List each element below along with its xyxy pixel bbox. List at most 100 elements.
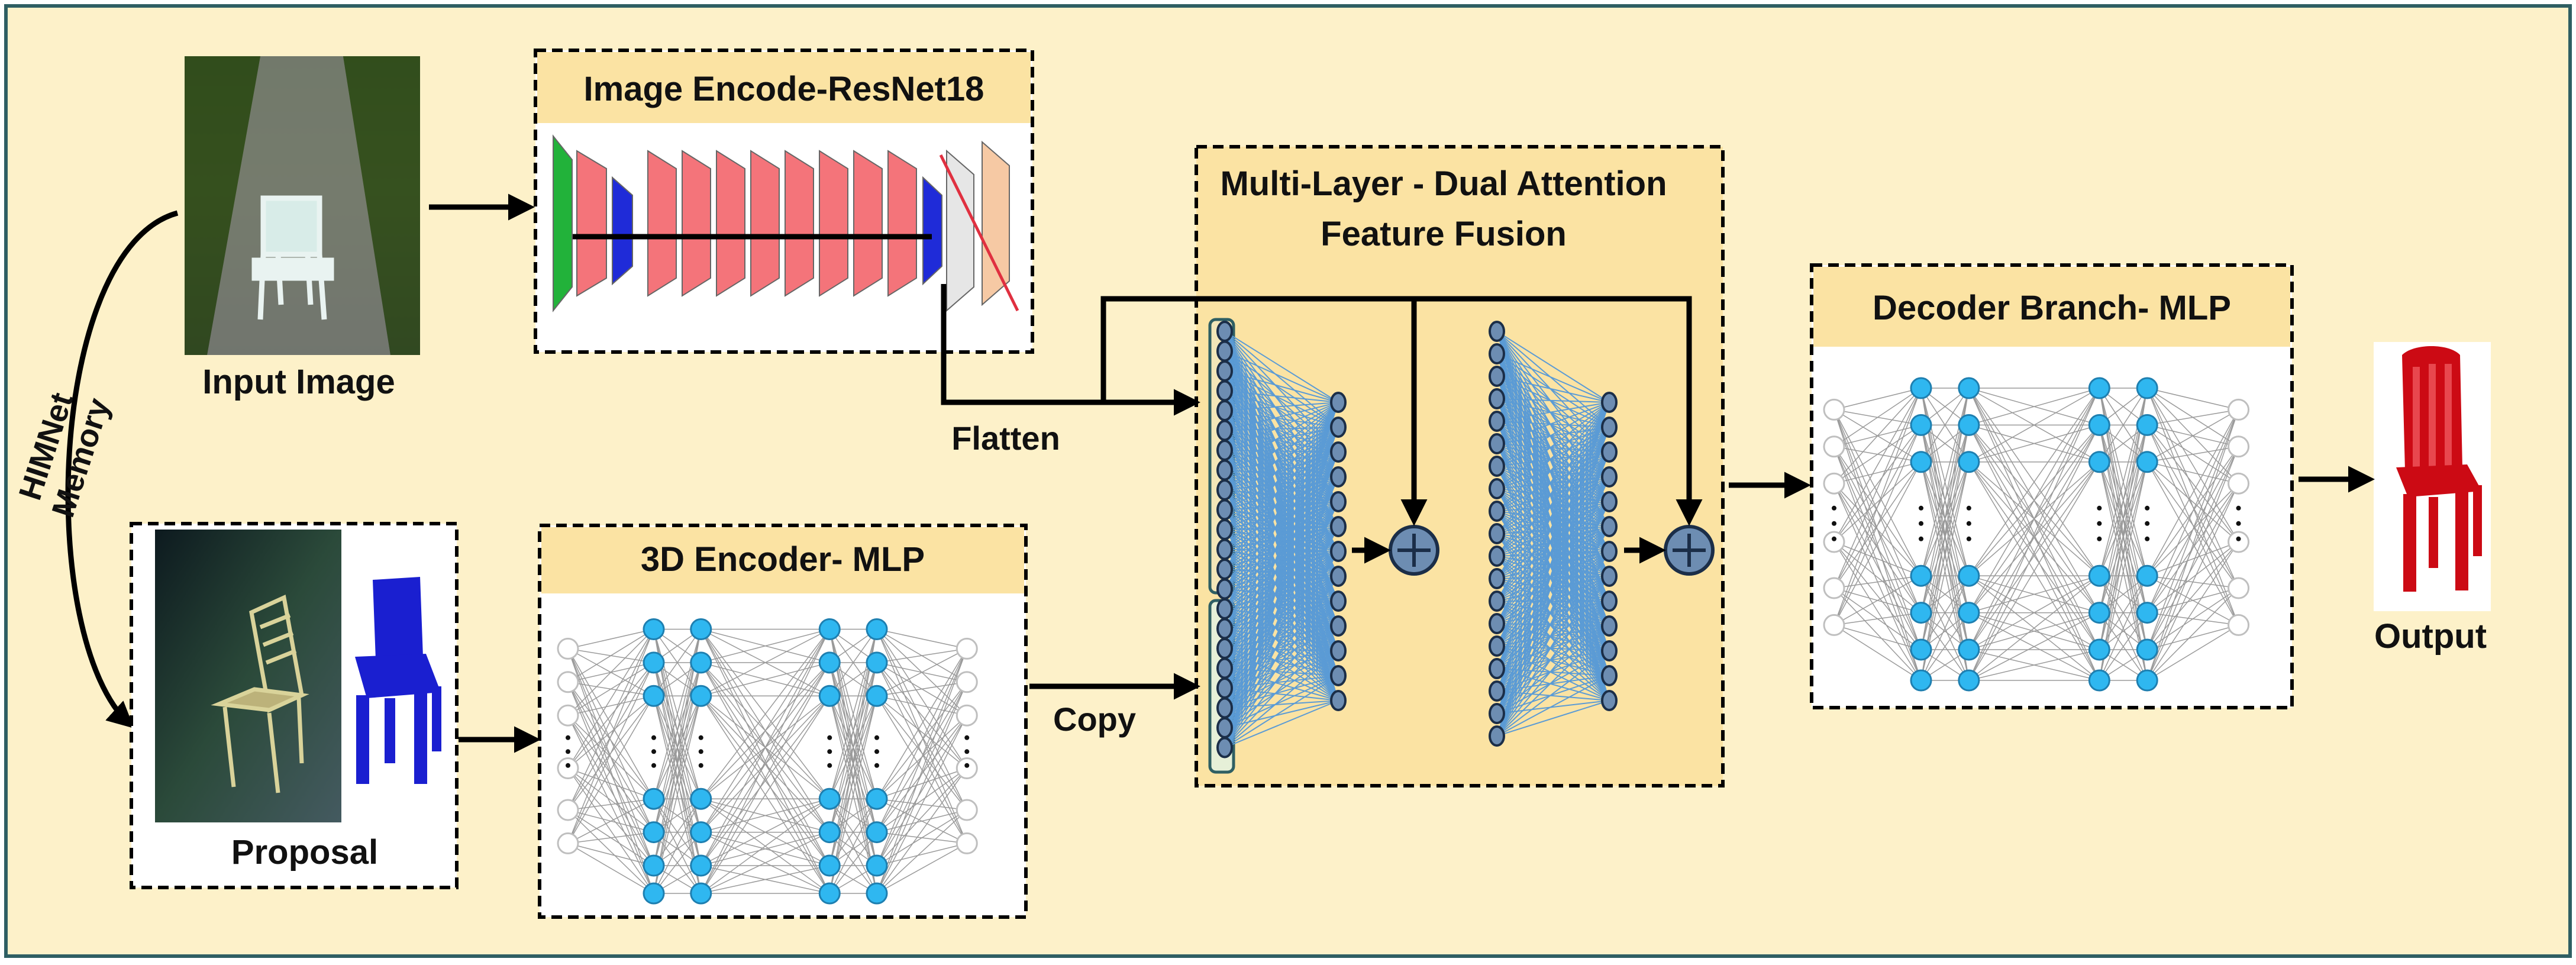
- mlp-io-node: [1823, 531, 1845, 553]
- mlp-ellipsis-dot: [874, 749, 879, 754]
- fusion-edge: [1496, 511, 1610, 577]
- mlp-ellipsis-dot: [874, 763, 879, 768]
- mlp-edge: [1833, 575, 1922, 626]
- fusion-edge: [1224, 402, 1339, 708]
- mlp-edge: [876, 767, 967, 799]
- mlp-edge: [876, 843, 967, 894]
- fusion-edge: [1496, 576, 1610, 692]
- mlp-node: [643, 685, 665, 707]
- mlp-edge: [1833, 388, 1922, 447]
- fusion-edge: [1496, 451, 1610, 557]
- mlp-node: [2136, 638, 2158, 661]
- fusion-node: [1216, 360, 1233, 382]
- mlp-ellipsis-dot: [964, 735, 970, 740]
- fusion-edge: [1496, 576, 1610, 602]
- input-image-photo: [185, 56, 420, 355]
- mlp-edge: [1833, 461, 1922, 484]
- mlp-node: [818, 788, 841, 810]
- mlp-io-node: [955, 799, 978, 821]
- mlp-edge: [567, 648, 654, 894]
- mlp-node: [690, 788, 712, 810]
- mlp-edge: [701, 865, 830, 894]
- mlp-edge: [701, 662, 830, 866]
- mlp-node: [2136, 451, 2158, 473]
- add-node-1: [1389, 525, 1439, 576]
- fusion-edge: [1496, 402, 1610, 534]
- fusion-edge: [1496, 533, 1610, 552]
- mlp-edge: [1833, 446, 1922, 681]
- mlp-edge: [2146, 409, 2239, 463]
- mlp-edge: [1968, 461, 2100, 681]
- fusion-edge: [1224, 451, 1339, 708]
- fusion-edge: [1224, 427, 1339, 689]
- fusion-edge: [1224, 476, 1339, 689]
- fusion-edge: [1496, 556, 1610, 602]
- mlp-edge: [701, 628, 830, 696]
- fusion-edge: [1496, 576, 1610, 714]
- fusion-edge: [1224, 331, 1339, 428]
- fusion-edge: [1496, 427, 1610, 467]
- mlp-ellipsis-dot: [651, 735, 656, 740]
- fusion-edge: [1224, 625, 1339, 748]
- mlp-io-node: [2228, 472, 2250, 495]
- fusion-node: [1489, 523, 1505, 544]
- mlp-node: [690, 618, 712, 640]
- fusion-edge: [1224, 350, 1339, 403]
- mlp-node: [643, 788, 665, 810]
- mlp-edge: [1968, 388, 2100, 650]
- mlp-edge: [876, 628, 967, 650]
- fusion-edge: [1496, 526, 1610, 624]
- fusion-node: [1330, 665, 1347, 686]
- mlp-edge: [567, 628, 654, 650]
- mlp-edge: [1920, 388, 1970, 681]
- mlp-edge: [653, 798, 702, 894]
- fusion-node: [1601, 466, 1618, 488]
- fusion-node: [1216, 321, 1233, 342]
- fusion-edge: [1496, 402, 1610, 444]
- mlp-edge: [567, 843, 654, 866]
- mlp-io-node: [1823, 472, 1845, 495]
- add-node-2: [1664, 525, 1715, 576]
- mlp-io-node: [955, 704, 978, 727]
- mlp-node: [2136, 669, 2158, 692]
- arrow-flatten: [941, 284, 1200, 416]
- mlp-node: [1910, 451, 1932, 473]
- fusion-edge: [1224, 427, 1339, 708]
- resnet-block-layer: [853, 150, 883, 297]
- fusion-edge: [1496, 576, 1610, 737]
- mlp-node: [1958, 669, 1980, 692]
- fusion-edge: [1496, 551, 1610, 602]
- fusion-block: Multi-Layer - Dual Attention Feature Fus…: [1195, 145, 1725, 788]
- fusion-edge: [1496, 551, 1610, 692]
- fusion-node: [1330, 392, 1347, 413]
- fusion-edge: [1224, 427, 1339, 748]
- mlp-edge: [567, 629, 654, 811]
- mlp-edge: [567, 662, 654, 769]
- mlp-node: [2088, 669, 2110, 692]
- output-label: Output: [2374, 617, 2487, 656]
- fusion-node: [1216, 657, 1233, 679]
- mlp-node: [2088, 377, 2110, 399]
- fusion-node: [1216, 499, 1233, 521]
- fusion-edge: [1496, 331, 1610, 403]
- mlp-node: [866, 882, 888, 905]
- mlp-ellipsis-dot: [698, 749, 703, 754]
- mlp-edge: [1968, 388, 2100, 576]
- mlp-edge: [2146, 461, 2239, 589]
- fusion-node: [1489, 501, 1505, 522]
- fusion-edge: [1496, 476, 1610, 512]
- mlp-edge: [1833, 424, 1922, 543]
- mlp-edge: [567, 662, 654, 844]
- fusion-node: [1216, 519, 1233, 540]
- mlp-edge: [653, 832, 702, 894]
- fusion-edge: [1224, 410, 1339, 477]
- fusion-edge: [1496, 476, 1610, 579]
- fusion-edge: [1496, 625, 1610, 737]
- mlp-edge: [1833, 612, 1922, 626]
- fusion-edge: [1224, 402, 1339, 550]
- fusion-node: [1489, 590, 1505, 612]
- fusion-edge: [1496, 576, 1610, 624]
- mlp-io-node: [2228, 531, 2250, 553]
- fusion-edge: [1496, 526, 1610, 647]
- fusion-edge: [1496, 451, 1610, 512]
